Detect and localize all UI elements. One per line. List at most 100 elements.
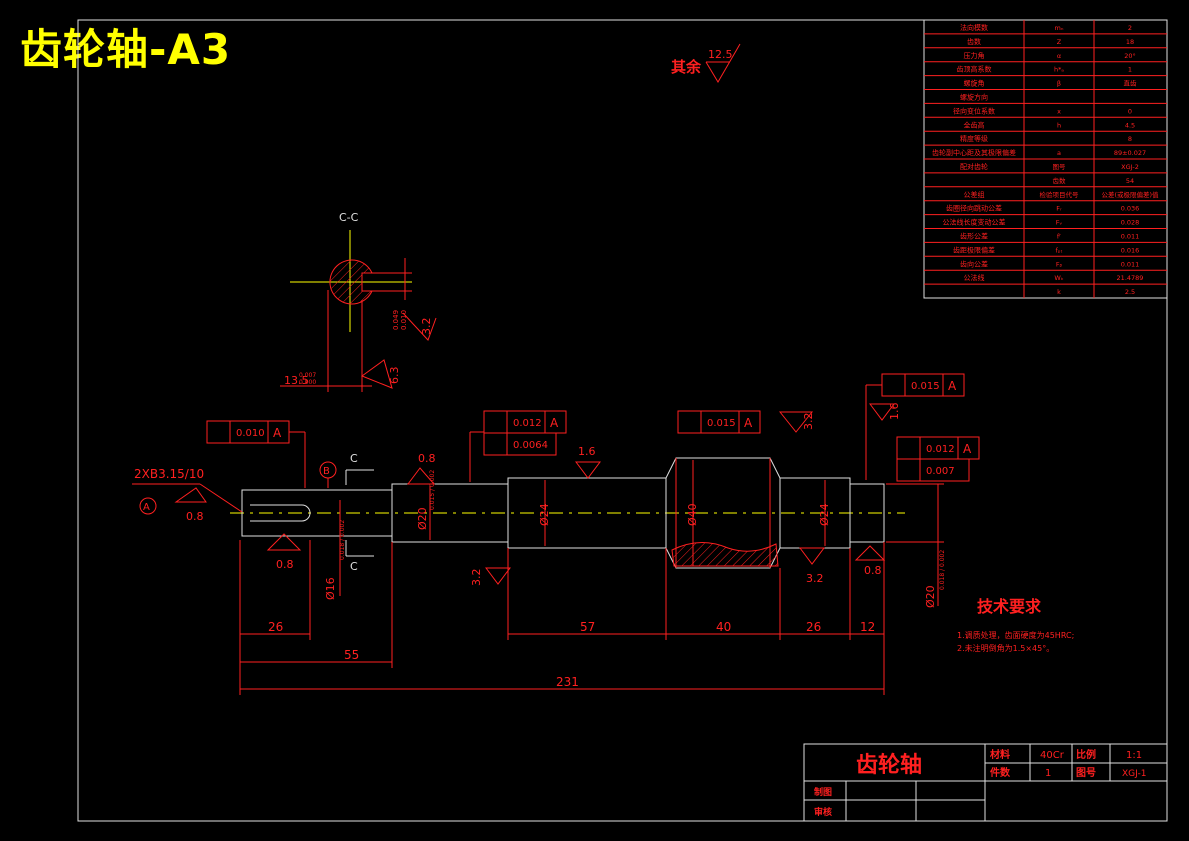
- svg-text:0.8: 0.8: [186, 510, 204, 523]
- svg-text:40Cr: 40Cr: [1040, 750, 1065, 761]
- roughness-symbols: 0.8 0.8 0.8 1.6 3.2 3.2 3.2 0.8 1.6: [174, 403, 901, 587]
- svg-text:C-C: C-C: [339, 211, 359, 224]
- svg-text:3.2: 3.2: [420, 318, 433, 336]
- svg-text:12.5: 12.5: [708, 48, 733, 61]
- svg-text:0.8: 0.8: [864, 564, 882, 577]
- svg-text:Ø20: Ø20: [924, 585, 937, 608]
- gdt-frame-4: 0.015 A: [865, 373, 965, 480]
- svg-text:0.007: 0.007: [926, 466, 955, 477]
- svg-text:1.调质处理，齿面硬度为45HRC;: 1.调质处理，齿面硬度为45HRC;: [957, 630, 1074, 640]
- param-sym-cell: mₙ: [1055, 24, 1064, 32]
- svg-text:0.012: 0.012: [513, 418, 542, 429]
- gdt-frame-1: 0.010 A: [206, 420, 306, 488]
- param-name-cell: 齿顶高系数: [957, 65, 992, 74]
- param-sym-cell: 检验项目代号: [1040, 190, 1080, 199]
- svg-text:1:1: 1:1: [1126, 750, 1142, 761]
- svg-text:齿轮轴: 齿轮轴: [856, 752, 922, 778]
- param-sym-cell: fₚₜ: [1056, 246, 1063, 254]
- param-name-cell: 公法线: [964, 273, 985, 282]
- param-name-cell: 齿距极限偏差: [953, 245, 995, 254]
- param-name-cell: 螺旋角: [964, 79, 985, 88]
- svg-text:26: 26: [806, 620, 821, 634]
- svg-text:XGJ-1: XGJ-1: [1122, 769, 1146, 779]
- svg-text:2XB3.15/10: 2XB3.15/10: [134, 467, 204, 481]
- section-marks: C C B A 2XB3.15/10: [132, 452, 374, 573]
- section-c-c: C-C 0.049 0.010 3.2 13.5 0.007 0.000 6.3: [280, 211, 437, 392]
- title-block: 齿轮轴 材料 40Cr 比例 1:1 件数 1 图号 XGJ-1 制图 审核: [803, 743, 1168, 822]
- svg-text:A: A: [744, 416, 753, 430]
- param-val-cell: 4.5: [1125, 121, 1135, 129]
- param-val-cell: 0.016: [1121, 246, 1140, 254]
- svg-text:图号: 图号: [1076, 767, 1096, 779]
- svg-text:Ø16: Ø16: [324, 577, 337, 600]
- svg-text:A: A: [550, 416, 559, 430]
- svg-text:1.6: 1.6: [578, 445, 596, 458]
- gdt-frame-2: 0.012 A 0.0064: [469, 410, 567, 482]
- param-name-cell: 径向变位系数: [953, 106, 995, 115]
- param-sym-cell: k: [1057, 288, 1061, 296]
- param-name-cell: 精度等级: [960, 134, 988, 143]
- svg-text:0.8: 0.8: [276, 558, 294, 571]
- svg-text:制图: 制图: [814, 786, 832, 798]
- param-name-cell: 压力角: [964, 51, 985, 60]
- param-name-cell: 全齿高: [964, 120, 985, 129]
- svg-text:3.2: 3.2: [806, 572, 824, 585]
- param-val-cell: 8: [1128, 135, 1132, 143]
- param-name-cell: 齿轮副中心距及其极限偏差: [932, 148, 1016, 157]
- svg-text:0.010: 0.010: [236, 428, 265, 439]
- svg-text:2.未注明倒角为1.5×45°。: 2.未注明倒角为1.5×45°。: [957, 643, 1054, 653]
- svg-text:231: 231: [556, 675, 579, 689]
- param-sym-cell: h*ₐ: [1054, 66, 1064, 74]
- svg-text:Ø24: Ø24: [538, 503, 551, 526]
- gdt-frame-5: 0.012 A 0.007: [896, 436, 980, 482]
- svg-text:审核: 审核: [814, 806, 832, 818]
- param-val-cell: 0.028: [1121, 219, 1140, 227]
- param-name-cell: 配对齿轮: [960, 162, 988, 171]
- svg-text:0.0064: 0.0064: [513, 440, 548, 451]
- param-name-cell: 公差组: [964, 190, 985, 199]
- svg-text:其余: 其余: [671, 58, 702, 76]
- param-name-cell: 齿向公差: [960, 259, 988, 268]
- param-sym-cell: Fᵣ: [1056, 205, 1062, 213]
- svg-text:0.007: 0.007: [299, 372, 316, 379]
- param-val-cell: 2.5: [1125, 288, 1135, 296]
- svg-text:12: 12: [860, 620, 875, 634]
- param-val-cell: 2: [1128, 24, 1132, 32]
- svg-text:1: 1: [1045, 768, 1051, 779]
- drawing-heading: 齿轮轴-A3: [20, 25, 232, 74]
- shaft-main-view: [230, 457, 905, 569]
- param-sym-cell: x: [1057, 107, 1061, 115]
- svg-text:技术要求: 技术要求: [977, 597, 1042, 616]
- param-sym-cell: Fᵦ: [1056, 260, 1063, 268]
- svg-text:3.2: 3.2: [802, 413, 815, 431]
- param-sym-cell: a: [1057, 149, 1061, 157]
- svg-text:0.015: 0.015: [707, 418, 736, 429]
- param-val-cell: 0.011: [1121, 232, 1140, 240]
- tech-requirements: 技术要求 1.调质处理，齿面硬度为45HRC; 2.未注明倒角为1.5×45°。: [957, 597, 1074, 653]
- param-val-cell: 20°: [1124, 52, 1136, 60]
- diameter-dims: Ø16 0.018 / 0.002 Ø20 0.015 / 0.002 Ø24 …: [324, 460, 946, 608]
- svg-text:A: A: [143, 502, 150, 513]
- roughness-rest: 其余 12.5: [671, 43, 741, 83]
- svg-text:6.3: 6.3: [388, 367, 401, 385]
- svg-text:0.000: 0.000: [299, 379, 316, 386]
- svg-text:0.012: 0.012: [926, 444, 955, 455]
- svg-text:0.015: 0.015: [911, 381, 940, 392]
- svg-text:A: A: [273, 426, 282, 440]
- svg-text:55: 55: [344, 648, 359, 662]
- svg-text:1.6: 1.6: [888, 403, 901, 421]
- svg-text:0.049: 0.049: [392, 310, 400, 330]
- svg-text:Ø24: Ø24: [818, 503, 831, 526]
- svg-text:比例: 比例: [1076, 748, 1096, 761]
- param-sym-cell: 齿数: [1053, 176, 1067, 185]
- svg-text:26: 26: [268, 620, 283, 634]
- svg-text:A: A: [963, 442, 972, 456]
- svg-text:材料: 材料: [990, 748, 1010, 761]
- drawing-border: [77, 19, 1168, 822]
- svg-text:3.2: 3.2: [470, 569, 483, 587]
- param-val-cell: 直齿: [1124, 79, 1138, 88]
- svg-text:Ø20: Ø20: [416, 507, 429, 530]
- svg-text:B: B: [323, 466, 330, 477]
